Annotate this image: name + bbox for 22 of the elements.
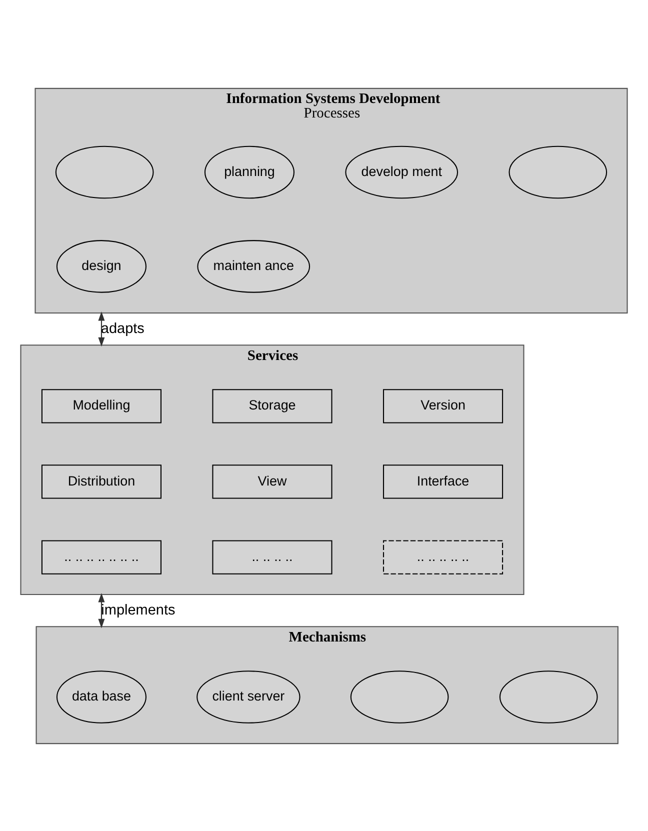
arrow xyxy=(98,592,105,628)
node-box: Storage xyxy=(212,388,332,423)
node-ellipse xyxy=(508,145,608,198)
arrow xyxy=(98,310,105,346)
node-box: Modelling xyxy=(41,388,162,423)
node-box: .. .. .. .. .. .. .. xyxy=(41,540,162,574)
node-box: Version xyxy=(383,388,504,423)
node-box: View xyxy=(212,464,332,498)
node-ellipse xyxy=(499,670,598,723)
edge-label: implements xyxy=(101,602,176,618)
node-ellipse: design xyxy=(56,240,146,292)
node-box: .. .. .. .. xyxy=(212,540,332,574)
node-ellipse: develop ment xyxy=(345,145,458,198)
node-box: Interface xyxy=(383,464,504,498)
node-ellipse: data base xyxy=(56,670,146,723)
node-ellipse xyxy=(350,670,449,723)
node-box: .. .. .. .. .. xyxy=(383,540,504,574)
node-ellipse xyxy=(55,145,154,198)
node-ellipse: client server xyxy=(196,670,300,723)
node-box: Distribution xyxy=(41,464,162,498)
node-ellipse: planning xyxy=(204,145,294,198)
node-ellipse: mainten ance xyxy=(197,240,310,292)
